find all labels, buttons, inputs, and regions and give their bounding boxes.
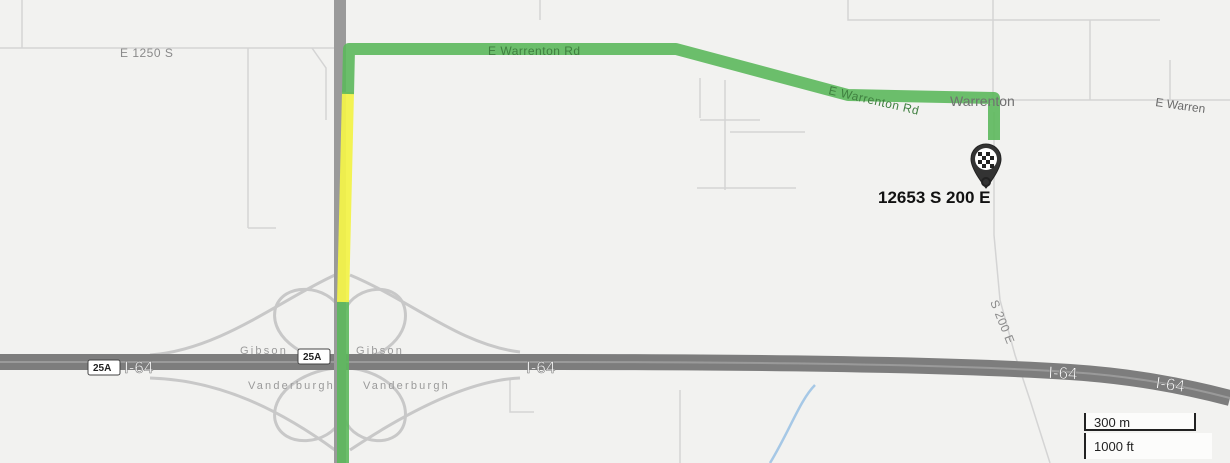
exit-shield-25a: 25A	[297, 348, 331, 365]
place-label-vanderburgh: Vanderburgh	[248, 380, 335, 392]
scale-imperial: 1000 ft	[1084, 433, 1212, 459]
interstate-64	[0, 354, 1230, 406]
place-label-warrenton: Warrenton	[950, 93, 1015, 109]
road-label-e-warren-partial: E Warren	[1155, 95, 1207, 116]
highway-label-i-64: I-64	[1154, 373, 1186, 396]
stream	[768, 384, 816, 463]
svg-text:25A: 25A	[303, 352, 321, 363]
place-label-gibson: Gibson	[356, 345, 404, 357]
svg-text:25A: 25A	[93, 363, 111, 374]
highway-label-i-64: I-64	[1048, 363, 1078, 384]
scale-bar: 300 m 1000 ft	[1084, 413, 1212, 463]
route-segment-free-flow	[342, 43, 1000, 140]
place-label-vanderburgh: Vanderburgh	[363, 380, 450, 392]
scale-metric: 300 m	[1084, 413, 1196, 431]
route-segment-slow	[337, 91, 354, 303]
road-label-e-warrenton-rd: E Warrenton Rd	[827, 83, 920, 117]
checkered-flag-icon	[970, 143, 1002, 189]
highway-label-i-64: I-64	[526, 358, 555, 377]
destination-address: 12653 S 200 E	[878, 188, 991, 207]
destination-pin[interactable]	[968, 142, 1004, 190]
cloverleaf-ramps	[149, 273, 521, 452]
exit-shield-25a: 25A	[87, 359, 121, 376]
place-label-gibson: Gibson	[240, 345, 288, 357]
highway-label-i-64: I-64	[124, 358, 153, 377]
road-label-e-warrenton-rd: E Warrenton Rd	[488, 44, 581, 58]
road-label-e-1250-s: E 1250 S	[120, 46, 173, 60]
